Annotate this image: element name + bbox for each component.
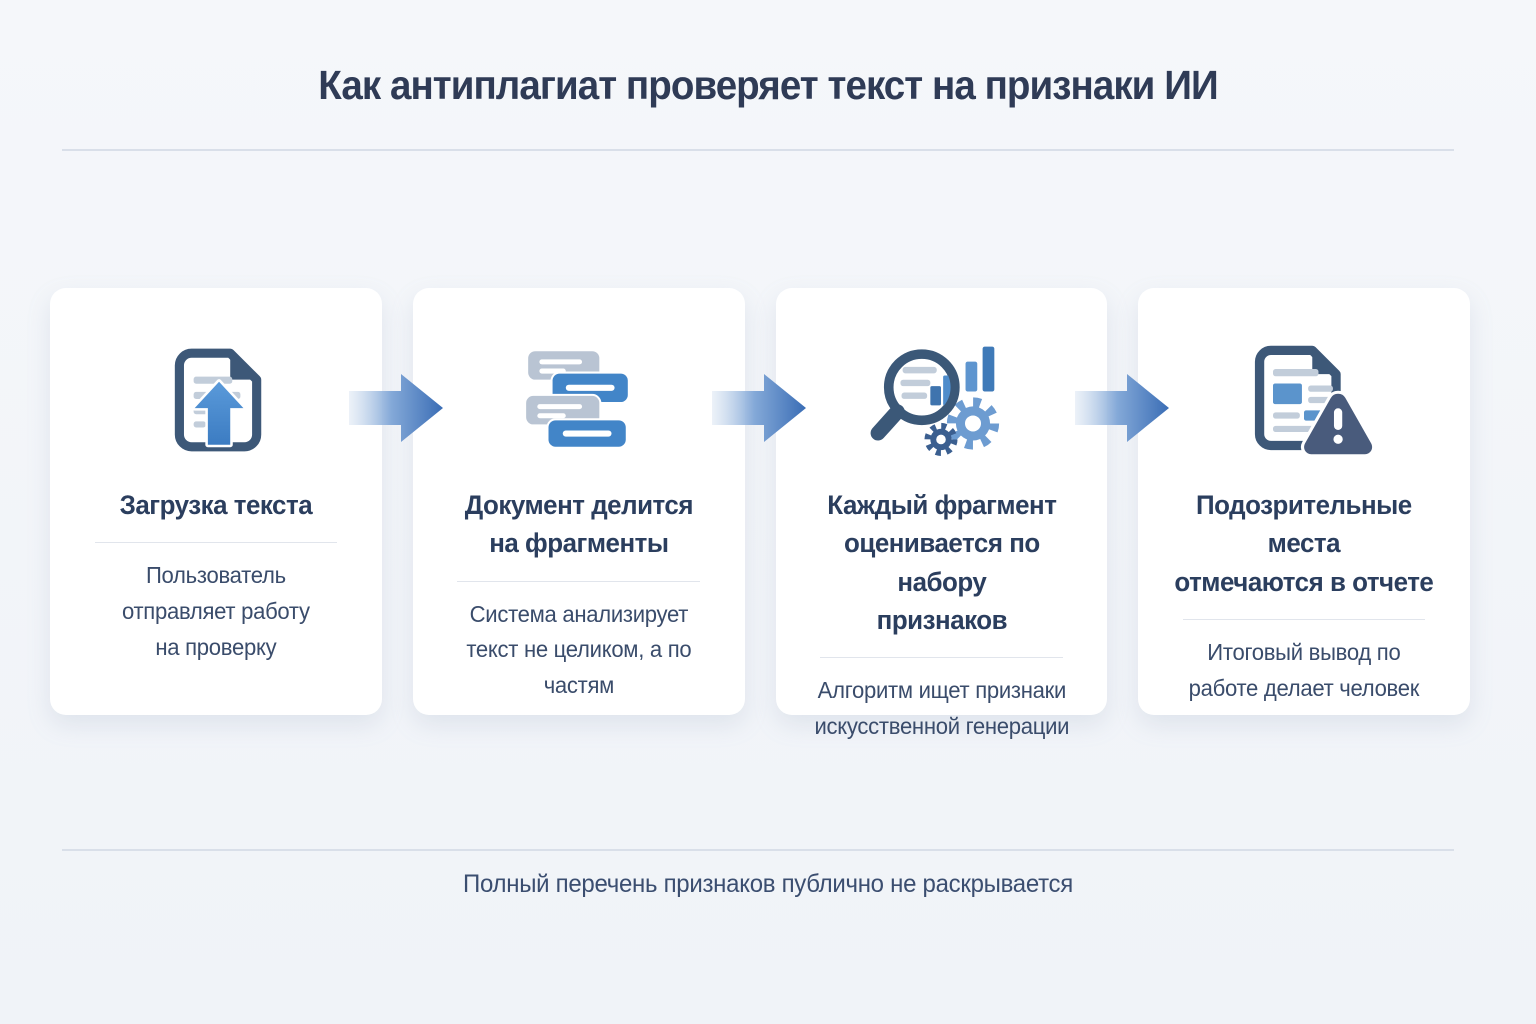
warning-triangle-icon (1301, 390, 1376, 458)
icon-box (794, 330, 1090, 470)
step-description: Алгоритм ищет признаки искусственной ген… (813, 677, 1069, 739)
card-divider (1182, 618, 1426, 620)
step-card-upload: Загрузка текста Пользователь отправляет … (50, 288, 382, 715)
icon-box (68, 330, 364, 470)
flow-arrow-icon (349, 374, 443, 442)
step-card-analysis: Каждый фрагмент оценивается по набору пр… (775, 288, 1108, 739)
header-divider (62, 149, 1454, 151)
step-title: Подозрительные места отмечаются в отчете (1174, 490, 1434, 597)
card-divider (457, 580, 700, 582)
report-warning-icon (1255, 345, 1376, 458)
icon-box (1156, 330, 1452, 470)
gear-large-icon (947, 397, 1000, 450)
step-description: Итоговый вывод по работе делает человек (1188, 638, 1420, 701)
gear-small-icon (924, 422, 958, 457)
step-title: Каждый фрагмент оценивается по набору пр… (826, 490, 1057, 635)
card-divider (820, 657, 1063, 659)
flow-arrow-icon (712, 374, 806, 442)
magnifier-analysis-icon (870, 346, 1000, 457)
document-upload-icon (174, 348, 262, 452)
footer-note: Полный перечень признаков публично не ра… (463, 870, 1073, 898)
flow-arrow-icon (1075, 374, 1169, 442)
step-card-report: Подозрительные места отмечаются в отчете… (1138, 288, 1470, 715)
text-fragments-icon (523, 351, 630, 449)
step-card-fragments: Документ делится на фрагменты Система ан… (412, 288, 745, 715)
step-description: Пользователь отправляет работу на провер… (121, 562, 310, 660)
footer-divider (62, 849, 1454, 851)
step-title: Загрузка текста (119, 490, 313, 520)
step-title: Документ делится на фрагменты (464, 490, 693, 559)
steps-row: Загрузка текста Пользователь отправляет … (50, 288, 1470, 739)
card-divider (94, 542, 338, 544)
step-description: Система анализирует текст не целиком, а … (466, 600, 692, 698)
icon-box (431, 330, 727, 470)
page-title: Как антиплагиат проверяет текст на призн… (318, 62, 1218, 108)
